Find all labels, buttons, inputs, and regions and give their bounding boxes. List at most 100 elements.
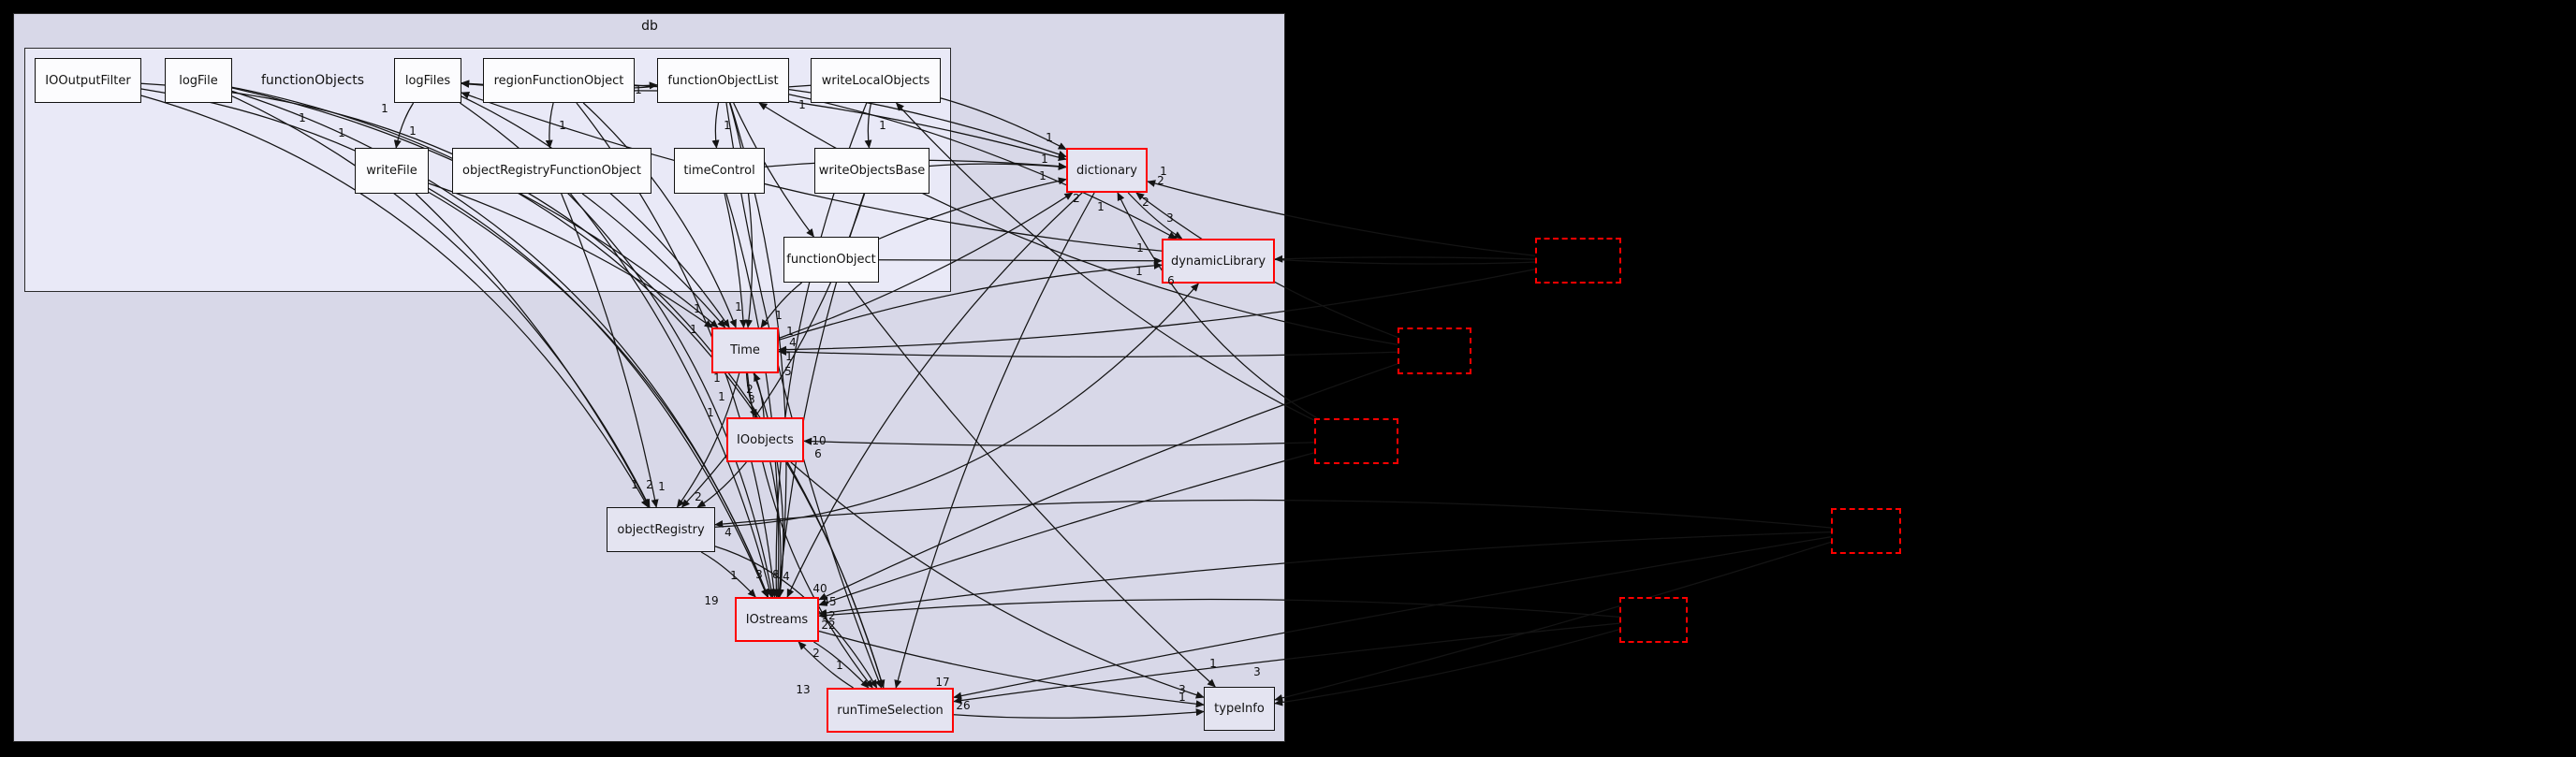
edge-count-label: 1	[707, 406, 714, 419]
node-typeInfo[interactable]: typeInfo	[1204, 687, 1275, 731]
node-IOOutputFilter[interactable]: IOOutputFilter	[35, 58, 141, 103]
edge-count-label: 4	[789, 336, 797, 349]
edge-count-label: 1	[1046, 131, 1053, 144]
node-objectRegistryFunctionObject[interactable]: objectRegistryFunctionObject	[452, 148, 651, 194]
edge-count-label: 3	[748, 393, 755, 406]
edge-writeFile-to-IOstreams	[428, 191, 769, 598]
edge-count-label: 17	[935, 676, 950, 689]
node-external-ext2[interactable]	[1398, 328, 1471, 374]
edge-IOobjects-to-objectRegistry	[696, 461, 747, 508]
edge-count-label: 1	[735, 300, 742, 313]
node-label: writeObjectsBase	[818, 164, 926, 178]
edge-logFiles-to-writeFile	[393, 102, 415, 149]
edge-count-label: 1	[786, 325, 794, 338]
node-logFile[interactable]: logFile	[165, 58, 232, 103]
node-dictionary[interactable]: dictionary	[1066, 148, 1148, 193]
edge-IOstreams-to-runTimeSelection	[813, 641, 870, 689]
node-writeLocalObjects[interactable]: writeLocalObjects	[811, 58, 941, 103]
node-dynamicLibrary[interactable]: dynamicLibrary	[1162, 239, 1275, 284]
edge-logFile-to-objectRegistry	[231, 95, 651, 508]
edge-count-label: 3	[1166, 211, 1174, 225]
edge-ext3-to-IOobjects	[803, 437, 1315, 447]
edge-count-label: 1	[381, 102, 388, 115]
edge-runTimeSelection-to-typeInfo	[953, 708, 1205, 719]
node-external-ext3[interactable]	[1314, 418, 1398, 464]
edge-regionFunctionObject-to-objectRegistryFunctionObject	[545, 102, 554, 149]
node-external-ext4[interactable]	[1831, 508, 1901, 554]
node-timeControl[interactable]: timeControl	[674, 148, 765, 194]
node-regionFunctionObject[interactable]: regionFunctionObject	[483, 58, 635, 103]
edge-count-label: 26	[956, 699, 971, 712]
node-label: Time	[730, 343, 760, 357]
edge-ext4-to-runTimeSelection	[953, 536, 1832, 700]
node-label: logFiles	[404, 73, 451, 88]
node-label: timeControl	[683, 164, 755, 178]
edge-count-label: 13	[796, 683, 811, 696]
node-IOobjects[interactable]: IOobjects	[726, 417, 804, 462]
edge-ext4-to-IOstreams	[818, 531, 1832, 617]
edge-count-label: 1	[409, 124, 417, 138]
node-Time[interactable]: Time	[711, 328, 779, 373]
node-label: dictionary	[1076, 163, 1137, 178]
edge-objectRegistry-to-IOstreams	[700, 551, 756, 598]
node-runTimeSelection[interactable]: runTimeSelection	[827, 688, 954, 733]
edge-Time-to-objectRegistry	[676, 372, 740, 508]
edge-IOstreams-to-typeInfo	[818, 630, 1205, 708]
node-external-ext5[interactable]	[1619, 597, 1688, 643]
node-writeObjectsBase[interactable]: writeObjectsBase	[814, 148, 929, 194]
edge-IOobjects-to-typeInfo	[790, 461, 1205, 699]
edge-count-label: 4	[724, 526, 732, 539]
node-label: regionFunctionObject	[493, 73, 624, 88]
edge-logFiles-to-Time	[461, 95, 730, 328]
node-label: functionObjectList	[667, 73, 779, 88]
node-logFiles[interactable]: logFiles	[394, 58, 461, 103]
edge-ext1-to-dynamicLibrary	[1274, 255, 1536, 263]
edge-count-label: 1	[1209, 657, 1217, 670]
edge-count-label: 1	[775, 309, 783, 322]
edge-Time-to-IOstreams	[753, 372, 784, 598]
edge-count-label: 2	[1142, 196, 1149, 209]
edge-count-label: 6	[814, 447, 822, 460]
edge-count-label: 45	[822, 595, 837, 608]
node-label: IOobjects	[737, 432, 794, 447]
edge-functionObjectList-to-Time	[728, 102, 754, 328]
node-label: IOOutputFilter	[45, 73, 131, 88]
edge-ext3-to-writeLocalObjects	[895, 102, 1315, 421]
node-objectRegistry[interactable]: objectRegistry	[607, 507, 715, 552]
edge-functionObjectList-to-functionObject	[733, 102, 814, 238]
edge-count-label: 1	[694, 302, 701, 315]
node-functionObject[interactable]: functionObject	[783, 237, 879, 283]
edge-ext5-to-typeInfo	[1274, 629, 1620, 706]
edge-count-label: 1	[559, 119, 566, 132]
node-functionObjectList[interactable]: functionObjectList	[657, 58, 789, 103]
node-label: writeFile	[366, 164, 417, 178]
edge-count-label: 1	[718, 390, 725, 403]
edge-count-label: 1	[798, 98, 806, 111]
edge-ext5-to-IOstreams	[818, 598, 1620, 619]
node-label: dynamicLibrary	[1170, 254, 1266, 269]
edge-Time-to-dictionary	[778, 192, 1074, 340]
edge-functionObjectList-to-timeControl	[711, 102, 720, 149]
node-label: functionObject	[786, 253, 876, 267]
edge-count-label: 5	[784, 365, 792, 378]
node-external-ext1[interactable]	[1535, 238, 1621, 284]
edge-count-label: 1	[879, 119, 886, 132]
node-IOstreams[interactable]: IOstreams	[735, 597, 819, 642]
edge-count-label: 1	[658, 480, 666, 493]
node-writeFile[interactable]: writeFile	[355, 148, 429, 194]
edge-objectRegistry-to-runTimeSelection	[714, 546, 878, 689]
edge-dictionary-to-runTimeSelection	[894, 192, 1095, 689]
edge-writeLocalObjects-to-dictionary	[940, 97, 1067, 151]
cluster-label-functionObjects: functionObjects	[260, 73, 365, 88]
edge-count-label: 1	[1160, 165, 1167, 178]
edge-count-label: 1	[1041, 153, 1048, 166]
edge-ext4-to-objectRegistry	[714, 499, 1832, 529]
edge-runTimeSelection-to-IOstreams	[798, 641, 854, 689]
edge-dictionary-to-IOstreams	[786, 192, 1083, 598]
edge-objectRegistryFunctionObject-to-objectRegistry	[561, 193, 659, 508]
edge-count-label: 4	[783, 570, 790, 583]
edge-objectRegistry-to-dynamicLibrary	[714, 283, 1199, 528]
edge-IOOutputFilter-to-objectRegistry	[140, 95, 649, 508]
node-label: runTimeSelection	[837, 703, 944, 718]
edge-functionObject-to-dictionary	[878, 177, 1067, 240]
